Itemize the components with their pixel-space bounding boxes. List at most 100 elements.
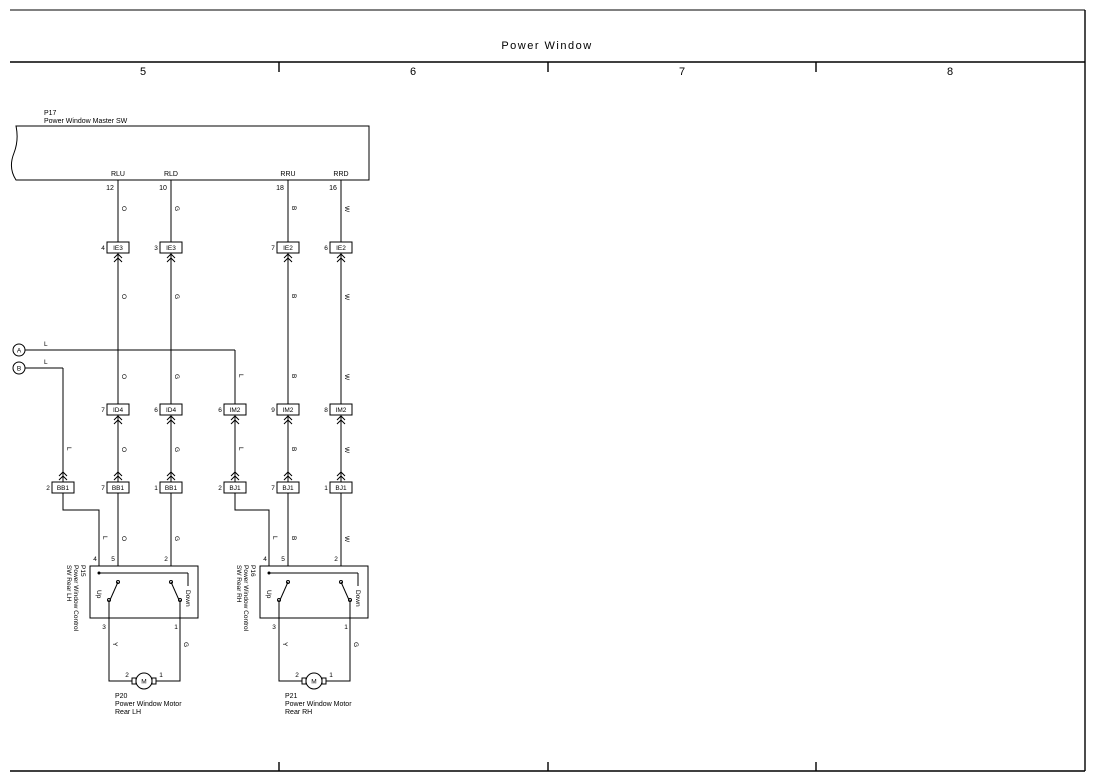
control-switch-code: P16: [249, 565, 256, 577]
connector-box: [106, 481, 130, 494]
off-page-connector-b: [12, 361, 26, 375]
motor-rear-lh: M 2 1 P20 Power Window Motor Rear LH: [115, 672, 182, 716]
connector-name: IM2: [283, 407, 294, 414]
terminal-label-rru: RRU: [280, 171, 295, 178]
connector-name: BB1: [57, 485, 70, 492]
off-page-label-a: A: [17, 348, 22, 355]
connector-pin: 2: [46, 485, 50, 492]
motor-side: Rear RH: [285, 709, 312, 716]
motor-code: P20: [115, 693, 128, 700]
connector-name: IE3: [166, 245, 176, 252]
control-switch-side: SW Rear LH: [65, 565, 72, 602]
pin-3: 3: [272, 624, 276, 631]
connector-pin: 7: [101, 485, 105, 492]
connector-box: [159, 241, 183, 254]
terminal-pin-18: 18: [276, 185, 284, 192]
connector-box: [106, 241, 130, 254]
motor-letter: M: [311, 679, 316, 686]
motor-side: Rear LH: [115, 709, 141, 716]
connector-pin: 6: [218, 407, 222, 414]
wire-color: Y: [111, 642, 118, 647]
wires: [25, 180, 342, 580]
connector-name: ID4: [166, 407, 177, 414]
control-switch-rear-lh: P15 Power Window Control SW Rear LH 4 5 …: [65, 556, 199, 632]
off-page-connector-a: [12, 343, 26, 357]
connector-pin: 7: [271, 485, 275, 492]
wire-color: O: [120, 294, 127, 299]
connector-pin: 7: [271, 245, 275, 252]
wire-color: B: [290, 206, 297, 210]
connector-name: BJ1: [335, 485, 347, 492]
wire-color: G: [173, 206, 180, 211]
connector-box: [223, 481, 247, 494]
control-switch-box: [89, 565, 199, 619]
connector-pin: 6: [154, 407, 158, 414]
terminal-label-rrd: RRD: [333, 171, 348, 178]
connector-pin: 7: [101, 407, 105, 414]
control-switch-name: Power Window Control: [242, 565, 249, 632]
wire-color: G: [173, 294, 180, 299]
terminal-label-rld: RLD: [164, 171, 178, 178]
pin-5: 5: [281, 556, 285, 563]
wire-color: L: [237, 374, 244, 378]
control-switch-rear-rh: P16 Power Window Control SW Rear RH 4 5 …: [235, 556, 369, 632]
pin-5: 5: [111, 556, 115, 563]
pin-4: 4: [93, 556, 97, 563]
wire-color: W: [343, 536, 350, 543]
motor-symbol: [305, 672, 323, 690]
control-switch-name: Power Window Control: [72, 565, 79, 632]
terminal-pin-10: 10: [159, 185, 167, 192]
motor-name: Power Window Motor: [115, 701, 182, 708]
wire-color: B: [290, 447, 297, 451]
connector-pin: 1: [154, 485, 158, 492]
wire-color: G: [173, 447, 180, 452]
master-switch-name: Power Window Master SW: [44, 118, 128, 125]
master-switch-box: [10, 125, 370, 181]
connector-box: [329, 481, 353, 494]
wire-color: G: [182, 642, 189, 647]
wire-color: O: [120, 447, 127, 452]
wire-color: L: [101, 536, 108, 540]
pin-3: 3: [102, 624, 106, 631]
connector-name: IE2: [336, 245, 346, 252]
wire-color-b: L: [44, 359, 48, 366]
connector-pin: 8: [324, 407, 328, 414]
wire-color: W: [343, 374, 350, 381]
b-connectors: BB1 2 BB1 7 BB1 1 BJ1 2 BJ1 7 BJ1 1: [46, 471, 353, 494]
pin-1: 1: [174, 624, 178, 631]
connector-box: [276, 403, 300, 416]
wire-color: G: [352, 642, 359, 647]
pin-2: 2: [334, 556, 338, 563]
frame: [10, 9, 1086, 772]
pin-2: 2: [164, 556, 168, 563]
connector-box: [51, 481, 75, 494]
column-number-5: 5: [140, 66, 146, 78]
terminal-pin-12: 12: [106, 185, 114, 192]
motor-pin: 2: [125, 672, 129, 679]
connector-pin: 1: [324, 485, 328, 492]
pin-1: 1: [344, 624, 348, 631]
connector-box: [329, 241, 353, 254]
wire-color: O: [120, 374, 127, 379]
connector-name: BJ1: [229, 485, 241, 492]
connector-name: IE3: [113, 245, 123, 252]
wire-color: B: [290, 374, 297, 378]
wire-color: L: [237, 447, 244, 451]
off-page-label-b: B: [17, 366, 21, 373]
page-title: Power Window: [501, 40, 592, 52]
down-label: Down: [184, 590, 191, 607]
wire-color-a: L: [44, 341, 48, 348]
connector-box: [276, 481, 300, 494]
motor-code: P21: [285, 693, 298, 700]
column-number-6: 6: [410, 66, 416, 78]
connector-name: BJ1: [282, 485, 294, 492]
column-number-7: 7: [679, 66, 685, 78]
wire-color: L: [271, 536, 278, 540]
up-label: Up: [265, 590, 272, 599]
connector-box: [329, 403, 353, 416]
motor-pin: 1: [159, 672, 163, 679]
motor-rear-rh: M 2 1 P21 Power Window Motor Rear RH: [285, 672, 352, 716]
wire-color: L: [65, 447, 72, 451]
terminal-pin-16: 16: [329, 185, 337, 192]
